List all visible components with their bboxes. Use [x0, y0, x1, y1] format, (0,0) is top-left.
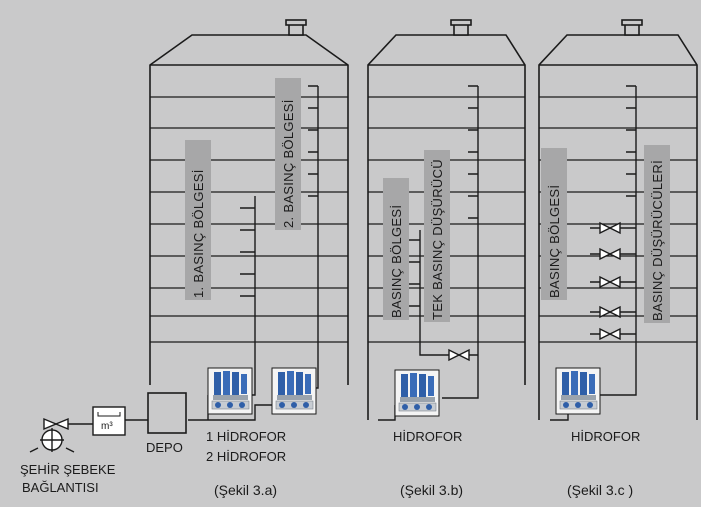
- zone1-label: 1. BASINÇ BÖLGESİ: [191, 169, 206, 298]
- prv-icon-3: [600, 277, 620, 287]
- booster-pumpset-c: [556, 368, 600, 414]
- zone-c-label-box: BASINÇ BÖLGESİ: [541, 148, 567, 300]
- caption-a: (Şekil 3.a): [214, 482, 277, 498]
- reducer-c-label: BASINÇ DÜŞÜRÜCÜLERİ: [650, 160, 665, 321]
- reducer-b-label-box: TEK BASINÇ DÜŞÜRÜCÜ: [424, 150, 450, 322]
- city-connection-line1: ŞEHİR ŞEBEKE: [20, 462, 116, 477]
- zone-b-label: BASINÇ BÖLGESİ: [389, 205, 404, 318]
- booster-pumpset-2: [272, 368, 316, 414]
- booster-label-c: HİDROFOR: [571, 429, 640, 444]
- water-meter: m³: [93, 407, 125, 435]
- booster-label-b: HİDROFOR: [393, 429, 462, 444]
- booster-label-1: 1 HİDROFOR: [206, 429, 286, 444]
- booster-label-2: 2 HİDROFOR: [206, 449, 286, 464]
- meter-symbol: m³: [101, 421, 113, 432]
- booster-pumpset-1: [208, 368, 252, 414]
- caption-c: (Şekil 3.c ): [567, 482, 633, 498]
- reducer-c-label-box: BASINÇ DÜŞÜRÜCÜLERİ: [644, 145, 670, 323]
- depot-label: DEPO: [146, 440, 183, 455]
- zone1-label-box: 1. BASINÇ BÖLGESİ: [185, 140, 211, 300]
- zone2-label-box: 2. BASINÇ BÖLGESİ: [275, 78, 301, 230]
- city-connection-valve-icon: [30, 419, 93, 452]
- booster-pumpset-b: [395, 370, 439, 416]
- prv-icon-5: [600, 329, 620, 339]
- single-prv-icon: [449, 350, 469, 360]
- caption-b: (Şekil 3.b): [400, 482, 463, 498]
- city-connection-line2: BAĞLANTISI: [22, 480, 99, 495]
- prv-icon-2: [600, 249, 620, 259]
- zone-c-label: BASINÇ BÖLGESİ: [547, 185, 562, 298]
- zone-b-label-box: BASINÇ BÖLGESİ: [383, 178, 409, 320]
- reducer-b-label: TEK BASINÇ DÜŞÜRÜCÜ: [430, 159, 445, 320]
- depot-tank: [148, 393, 186, 433]
- zone2-label: 2. BASINÇ BÖLGESİ: [281, 99, 296, 228]
